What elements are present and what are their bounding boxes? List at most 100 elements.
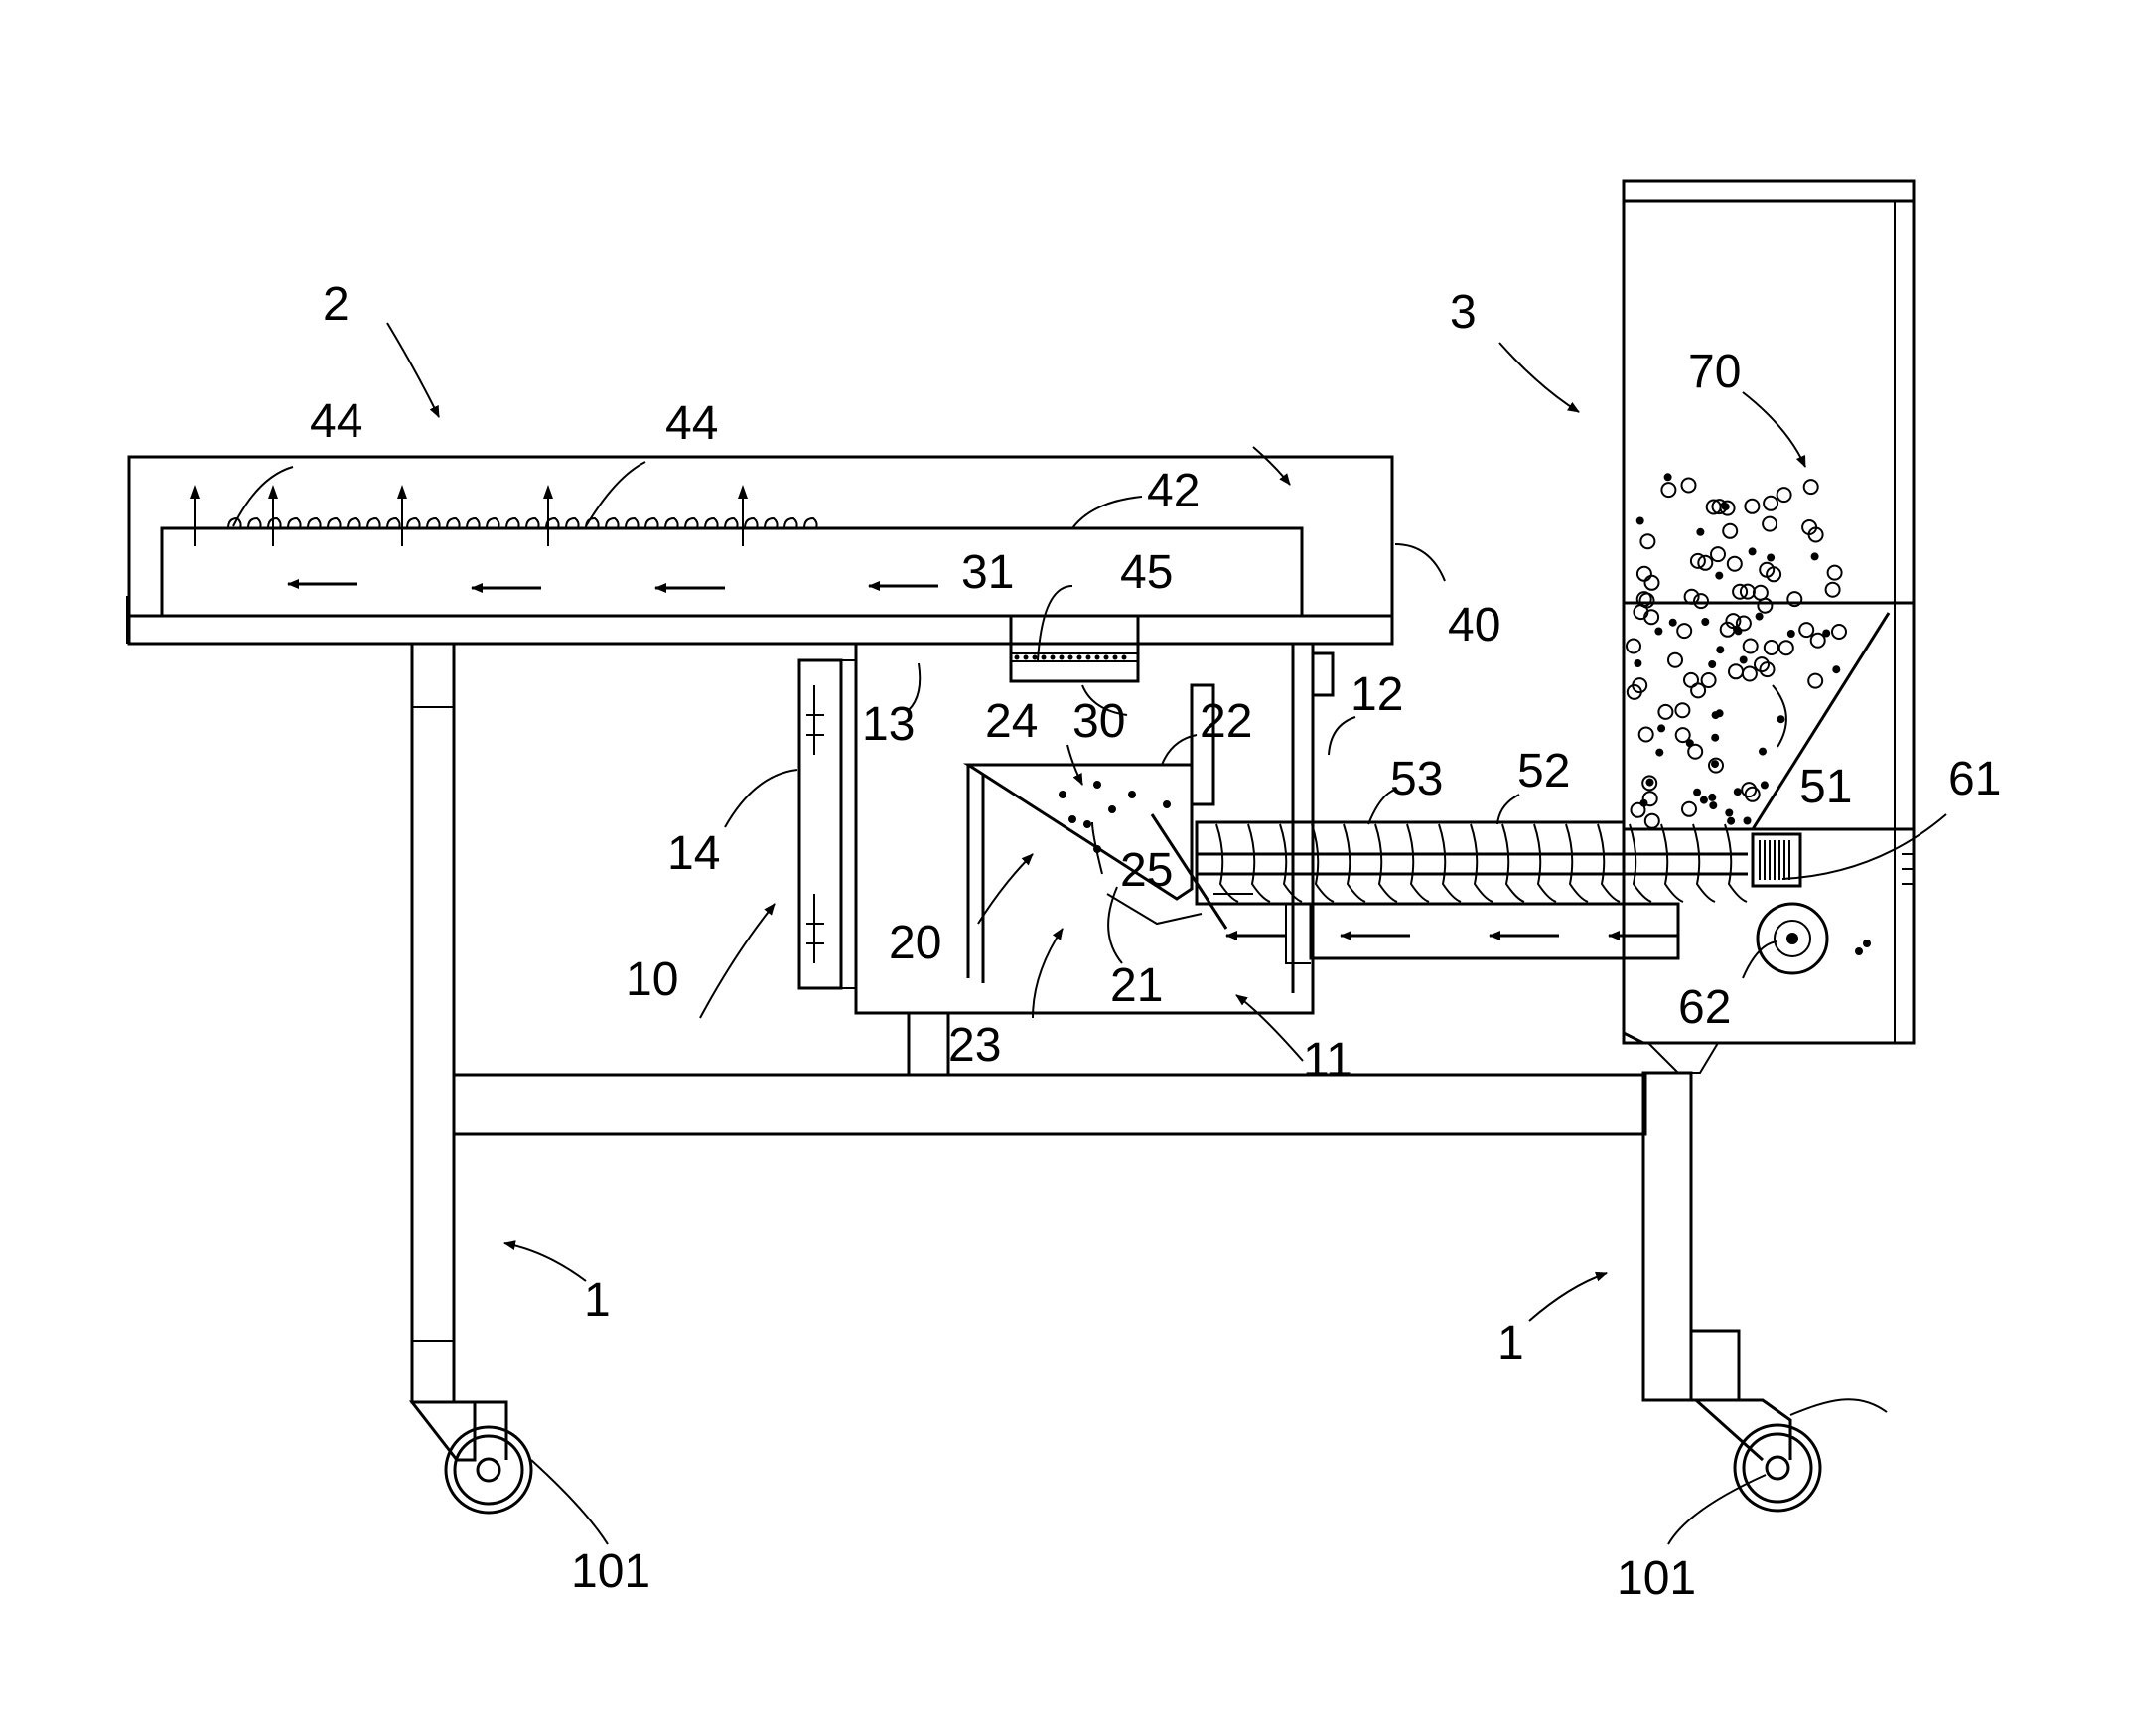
pellet [1711, 734, 1719, 742]
label-1-right: 1 [1497, 1317, 1524, 1370]
screw-flight [1439, 824, 1461, 902]
pellet [1759, 748, 1767, 756]
pellet [1767, 554, 1775, 562]
label-101-left: 101 [571, 1545, 650, 1598]
screw-flight [1407, 824, 1429, 902]
hopper [1624, 181, 1914, 1073]
pellet [1729, 664, 1743, 678]
pellet [1715, 572, 1723, 580]
label-14: 14 [667, 827, 720, 880]
pellet [1723, 524, 1737, 538]
pellet [1804, 480, 1818, 494]
screw-flight [1216, 824, 1238, 902]
pellet [1711, 760, 1719, 768]
pellet [1811, 552, 1819, 560]
particle-dot [1059, 791, 1066, 798]
pellet [1701, 618, 1709, 626]
opening-dot [1122, 655, 1127, 660]
pellet [1709, 801, 1717, 809]
pellet [1654, 628, 1662, 636]
label-101-right: 101 [1617, 1552, 1696, 1605]
screw-flight [1725, 824, 1747, 902]
pellet [1745, 500, 1759, 513]
leader-lines [233, 323, 1946, 1544]
pellet [1677, 624, 1691, 638]
pellet [1636, 517, 1644, 525]
pellet [1778, 715, 1785, 723]
pellet [1645, 814, 1659, 828]
opening-dot [1015, 655, 1020, 660]
belt-spike-tip [190, 485, 200, 499]
label-44-left: 44 [310, 395, 362, 448]
pellet [1832, 665, 1840, 673]
screw-flight [1471, 824, 1493, 902]
caster-wheel-right [1735, 1425, 1820, 1511]
label-52: 52 [1517, 745, 1570, 797]
pellet [1799, 623, 1813, 637]
pellet [1735, 627, 1743, 635]
label-13: 13 [862, 698, 915, 751]
pellet [1643, 792, 1657, 805]
label-62: 62 [1678, 981, 1731, 1034]
pellet [1778, 488, 1791, 502]
label-45: 45 [1120, 546, 1173, 599]
screw-flight [1534, 824, 1556, 902]
belt-spike-tip [268, 485, 278, 499]
pellet [1632, 803, 1645, 817]
opening-dot [1095, 655, 1100, 660]
pellet [1675, 703, 1689, 717]
conveyor-arrows [288, 584, 938, 588]
screw-flight [1344, 824, 1365, 902]
opening-dot [1086, 655, 1091, 660]
pellet [1658, 705, 1672, 719]
label-51: 51 [1799, 761, 1852, 813]
pellet [1765, 641, 1778, 654]
pellet [1808, 674, 1822, 688]
opening-dot [1042, 655, 1047, 660]
screw-flight [1566, 824, 1588, 902]
opening-dot [1024, 655, 1029, 660]
screw-flight [1502, 824, 1524, 902]
pellet [1744, 817, 1752, 825]
pellet [1727, 817, 1735, 825]
pellet [1711, 547, 1725, 561]
screw-flight [1248, 824, 1270, 902]
pellet [1639, 728, 1653, 742]
label-70: 70 [1688, 346, 1741, 398]
pellet [1743, 667, 1757, 681]
pellet [1634, 659, 1641, 667]
pellet [1754, 586, 1768, 600]
label-31: 31 [961, 546, 1014, 599]
belt-spike-tip [738, 485, 748, 499]
label-10: 10 [626, 953, 678, 1006]
pellet [1832, 625, 1846, 639]
particle-dot [1093, 781, 1101, 789]
particle-dot [1108, 805, 1116, 813]
pellet [1627, 640, 1640, 653]
opening-dot [1113, 655, 1118, 660]
label-22: 22 [1200, 695, 1252, 748]
top-conveyor [127, 457, 1392, 681]
pellet [1708, 794, 1716, 801]
pellet [1740, 656, 1748, 664]
pellet [1700, 796, 1708, 804]
pellet [1668, 653, 1682, 667]
pellet [1682, 479, 1696, 493]
pellet [1744, 640, 1758, 653]
pellet [1734, 788, 1742, 796]
label-24: 24 [985, 695, 1038, 748]
pellet [1742, 783, 1756, 796]
pellet [1696, 528, 1704, 536]
particle-dot [1163, 800, 1171, 808]
pellet [1693, 789, 1701, 796]
pellet [1758, 599, 1772, 613]
label-2: 2 [323, 278, 350, 331]
pellet [1664, 473, 1672, 481]
label-40: 40 [1448, 599, 1500, 651]
particle-dot [1083, 820, 1091, 828]
pellet [1669, 619, 1677, 627]
label-30: 30 [1072, 695, 1125, 748]
label-1-left: 1 [584, 1274, 611, 1327]
opening-dot [1068, 655, 1073, 660]
